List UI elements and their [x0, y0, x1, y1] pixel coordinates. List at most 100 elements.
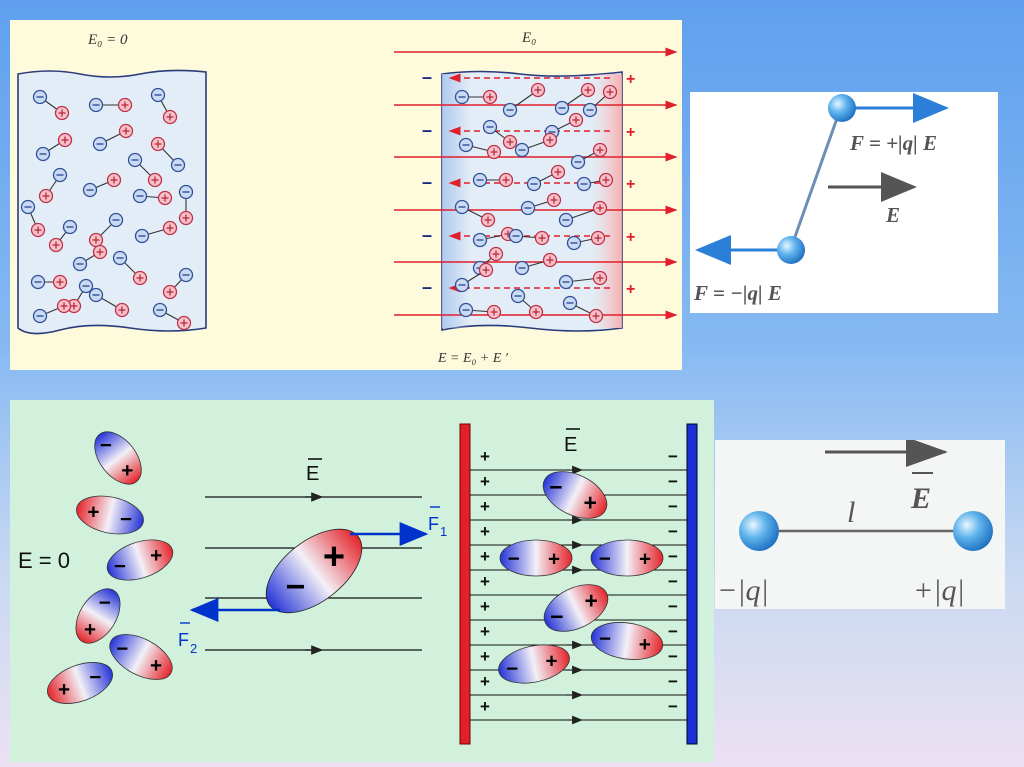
positive-ion	[162, 220, 178, 236]
negative-ion	[454, 89, 470, 105]
aligned-molecules	[454, 82, 618, 324]
dipole: −+	[76, 495, 144, 535]
molecule	[112, 250, 148, 286]
plate-minus: −	[668, 572, 678, 591]
svg-text:−: −	[100, 434, 112, 457]
aligned-molecule	[502, 82, 546, 118]
negative-ion	[454, 199, 470, 215]
aligned-molecule	[454, 89, 498, 105]
aligned-molecule	[562, 295, 604, 324]
dipoles-in-capacitor-diagram: −+−+−+−+−+−+ E = 0 E − + F 1 F 2 E +−+−+…	[18, 423, 698, 745]
svg-text:+: +	[639, 633, 651, 656]
label-charge-positive: +|q|	[913, 574, 965, 607]
molecule	[178, 184, 194, 226]
label-f2-sub: 2	[190, 641, 197, 656]
positive-ion	[590, 230, 606, 246]
svg-text:+: +	[546, 650, 558, 673]
svg-text:+: +	[84, 618, 96, 641]
plate-minus: −	[668, 497, 678, 516]
label-f1: F	[428, 514, 439, 534]
positive-ion	[54, 105, 70, 121]
negative-ion	[520, 200, 536, 216]
molecule	[134, 220, 178, 244]
dipole: −+	[47, 662, 113, 704]
negative-ion	[88, 97, 104, 113]
large-dipole-plus: +	[323, 536, 345, 578]
plate-minus: −	[668, 547, 678, 566]
negative-plate	[686, 423, 698, 745]
molecule	[48, 219, 78, 253]
svg-text:+: +	[584, 490, 597, 516]
random-dipoles: −+−+−+−+−+−+	[47, 431, 174, 704]
positive-ion	[542, 132, 558, 148]
svg-text:+: +	[150, 654, 162, 677]
label-f2: F	[178, 630, 189, 650]
positive-ion	[542, 252, 558, 268]
positive-ion	[178, 210, 194, 226]
negative-ion	[554, 100, 570, 116]
negative-ion	[178, 267, 194, 283]
svg-text:+: +	[58, 678, 70, 701]
surface-minus: –	[422, 120, 432, 140]
negative-ion	[454, 277, 470, 293]
positive-ion	[502, 134, 518, 150]
label-f1-sub: 1	[440, 524, 447, 539]
negative-ion	[112, 250, 128, 266]
svg-text:−: −	[599, 547, 611, 570]
dipole-force-diagram: F = +|q| E E F = −|q| E	[693, 93, 949, 305]
positive-ion	[534, 230, 550, 246]
aligned-molecule	[514, 132, 558, 158]
dipole: −+	[106, 539, 174, 581]
positive-ion	[592, 200, 608, 216]
dielectric-polarization-panel: E₀ = 0 E₀ –+–+–+–+–+ E = E₀ + E ′	[10, 20, 682, 370]
negative-ion	[30, 274, 46, 290]
negative-ion	[82, 182, 98, 198]
aligned-molecule	[510, 288, 544, 320]
aligned-molecule	[582, 84, 618, 118]
negative-ion	[472, 172, 488, 188]
positive-ion	[530, 82, 546, 98]
positive-ion	[57, 132, 73, 148]
surface-plus: +	[626, 229, 635, 246]
svg-text:+: +	[121, 459, 133, 482]
plate-minus: −	[668, 647, 678, 666]
positive-ion	[88, 232, 104, 248]
plate-plus: +	[480, 447, 490, 466]
molecule	[30, 274, 68, 290]
positive-ion	[162, 109, 178, 125]
negative-ion	[88, 287, 104, 303]
negative-ion	[92, 136, 108, 152]
negative-ion	[558, 212, 574, 228]
negative-ion	[62, 219, 78, 235]
negative-ion	[576, 176, 592, 192]
label-e-sum: E = E₀ + E ′	[437, 351, 509, 366]
dipoles-in-capacitor-panel: −+−+−+−+−+−+ E = 0 E − + F 1 F 2 E +−+−+…	[10, 400, 714, 762]
dipole-definition-panel: E l −|q| +|q|	[715, 440, 1005, 609]
dipole-force-panel: F = +|q| E E F = −|q| E	[690, 92, 998, 313]
negative-ion	[514, 142, 530, 158]
negative-ion	[510, 288, 526, 304]
plate-plus: +	[480, 472, 490, 491]
positive-ion	[52, 274, 68, 290]
label-field-d: E	[910, 482, 931, 515]
positive-ion	[480, 212, 496, 228]
svg-text:−: −	[599, 627, 611, 650]
plate-minus: −	[668, 447, 678, 466]
aligned-molecule	[454, 199, 496, 228]
molecule	[38, 167, 68, 204]
svg-text:−: −	[120, 508, 132, 531]
negative-ion	[178, 184, 194, 200]
surface-plus: +	[626, 176, 635, 193]
dipole-rod	[789, 109, 842, 249]
surface-plus: +	[626, 281, 635, 298]
plate-charge-signs: +−+−+−+−+−+−+−+−+−+−+−	[480, 447, 678, 716]
random-molecules	[20, 87, 194, 331]
positive-ion	[176, 315, 192, 331]
plate-plus: +	[480, 497, 490, 516]
negative-ion	[558, 274, 574, 290]
aligned-dipole: −+	[498, 644, 570, 684]
positive-ion	[38, 188, 54, 204]
molecule	[132, 188, 173, 206]
plate-plus: +	[480, 672, 490, 691]
label-field-b: E	[885, 203, 900, 227]
